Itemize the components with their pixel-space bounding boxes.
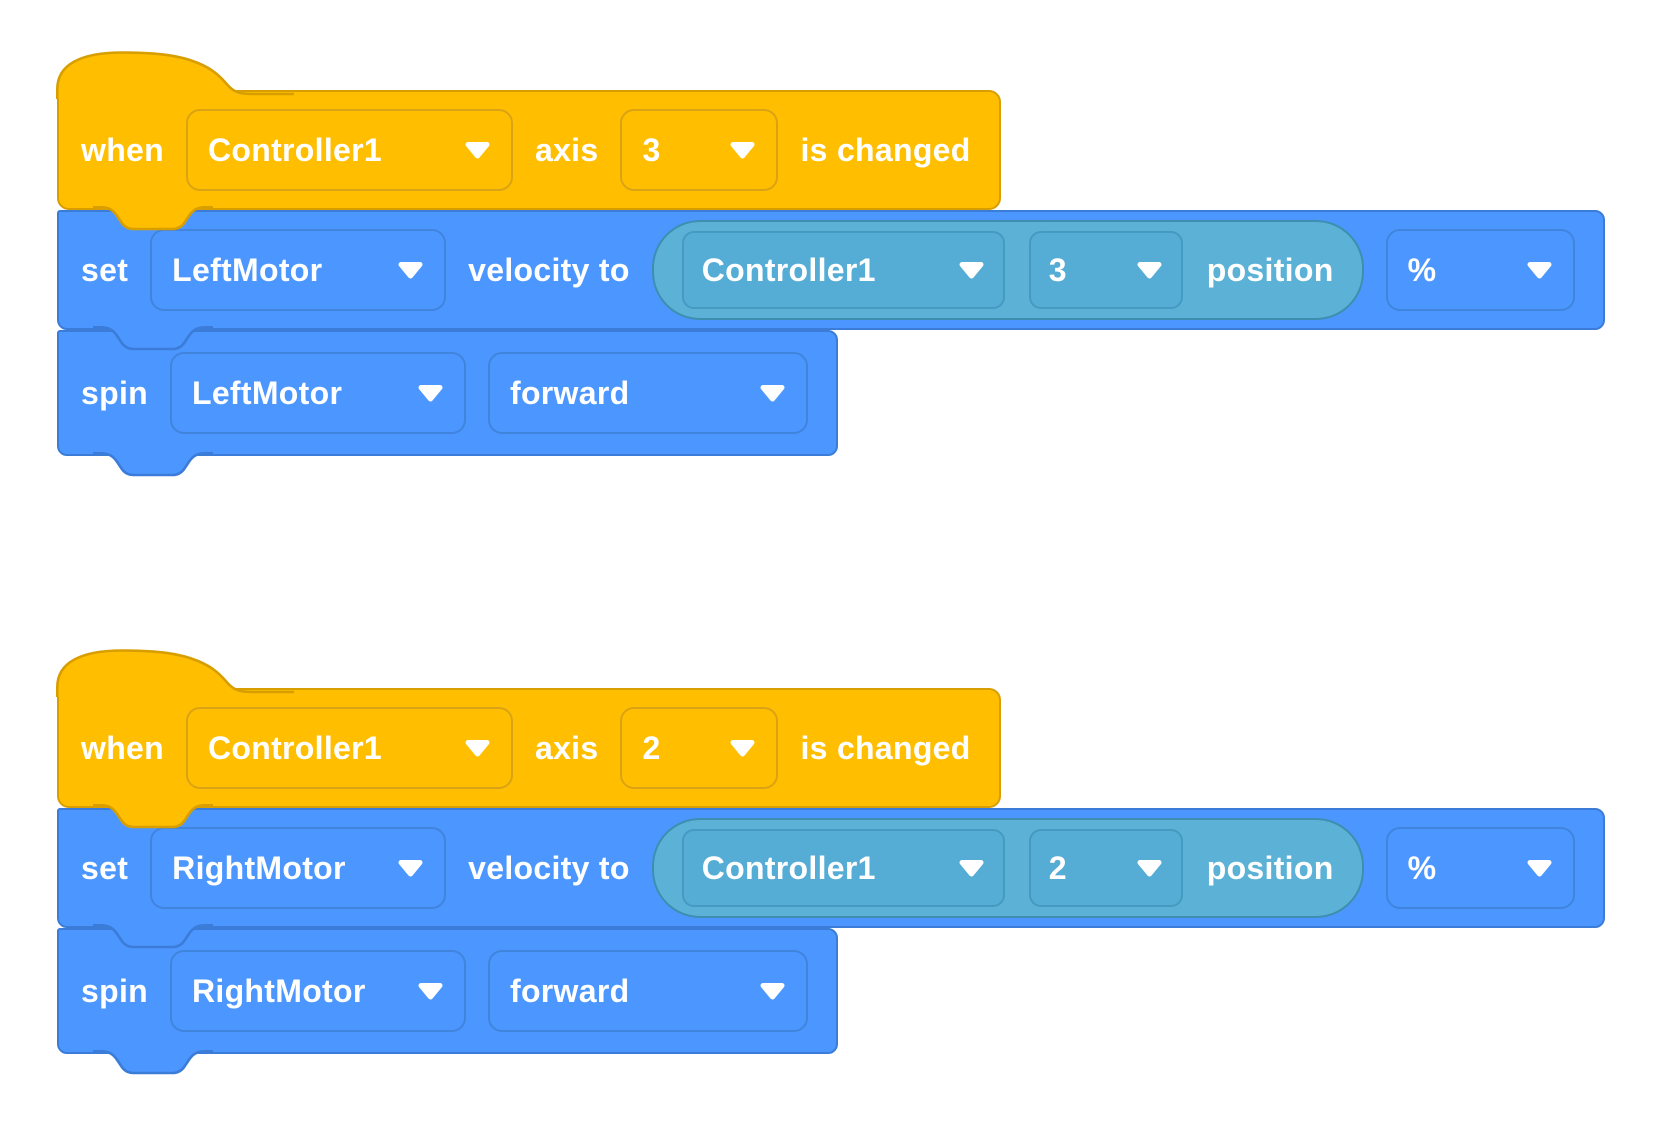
- position-label: position: [1206, 251, 1334, 288]
- controller-dropdown[interactable]: Controller1: [185, 707, 513, 789]
- spin-label: spin: [81, 374, 148, 411]
- motor-dropdown-value: RightMotor: [172, 849, 346, 886]
- axis-label: axis: [534, 131, 599, 168]
- hat-dome: [56, 50, 295, 99]
- direction-dropdown-value: forward: [509, 972, 630, 1009]
- direction-dropdown[interactable]: forward: [487, 950, 808, 1032]
- position-label: position: [1206, 849, 1334, 886]
- motor-dropdown-value: RightMotor: [191, 972, 366, 1009]
- caret-down-icon: [1527, 262, 1552, 279]
- axis-label: axis: [534, 729, 599, 766]
- is-changed-label: is changed: [800, 131, 971, 168]
- controller-axis-position-reporter[interactable]: Controller1 3 position: [651, 220, 1364, 320]
- when-controller-axis-changed-block[interactable]: when Controller1 axis 2 is changed: [56, 648, 1001, 828]
- block-stack-leftmotor: when Controller1 axis 3 is changed set L…: [56, 50, 1605, 476]
- axis-number-dropdown[interactable]: 2: [620, 707, 779, 789]
- axis-number-value: 2: [1048, 849, 1067, 886]
- motor-dropdown[interactable]: RightMotor: [150, 827, 447, 909]
- caret-down-icon: [398, 860, 423, 877]
- controller-dropdown[interactable]: Controller1: [681, 829, 1005, 907]
- caret-down-icon: [760, 385, 785, 402]
- controller-dropdown-value: Controller1: [207, 729, 382, 766]
- axis-number-value: 3: [642, 131, 661, 168]
- controller-dropdown-value: Controller1: [701, 251, 876, 288]
- set-label: set: [81, 251, 129, 288]
- controller-dropdown[interactable]: Controller1: [681, 231, 1005, 309]
- caret-down-icon: [959, 262, 984, 279]
- caret-down-icon: [1137, 262, 1162, 279]
- direction-dropdown[interactable]: forward: [487, 352, 808, 434]
- spin-block[interactable]: spin RightMotor forward: [57, 928, 838, 1074]
- motor-dropdown[interactable]: RightMotor: [169, 950, 466, 1032]
- motor-dropdown[interactable]: LeftMotor: [150, 229, 447, 311]
- controller-dropdown-value: Controller1: [207, 131, 382, 168]
- set-velocity-block[interactable]: set LeftMotor velocity to Controller1 3 …: [57, 210, 1605, 350]
- caret-down-icon: [730, 142, 755, 159]
- motor-dropdown-value: LeftMotor: [191, 374, 343, 411]
- set-velocity-block[interactable]: set RightMotor velocity to Controller1 2…: [57, 808, 1605, 948]
- when-label: when: [81, 729, 164, 766]
- velocity-to-label: velocity to: [468, 849, 630, 886]
- caret-down-icon: [418, 983, 443, 1000]
- axis-number-value: 2: [642, 729, 661, 766]
- caret-down-icon: [398, 262, 423, 279]
- caret-down-icon: [418, 385, 443, 402]
- block-stack-rightmotor: when Controller1 axis 2 is changed set R…: [56, 648, 1605, 1074]
- block-connector-tab: [93, 1045, 213, 1074]
- velocity-to-label: velocity to: [468, 251, 630, 288]
- axis-number-value: 3: [1048, 251, 1067, 288]
- unit-dropdown[interactable]: %: [1385, 229, 1575, 311]
- is-changed-label: is changed: [800, 729, 971, 766]
- axis-number-dropdown[interactable]: 2: [1028, 829, 1183, 907]
- spin-block[interactable]: spin LeftMotor forward: [57, 330, 838, 476]
- unit-dropdown[interactable]: %: [1385, 827, 1575, 909]
- caret-down-icon: [1527, 860, 1552, 877]
- controller-axis-position-reporter[interactable]: Controller1 2 position: [651, 818, 1364, 918]
- unit-dropdown-value: %: [1407, 849, 1437, 886]
- unit-dropdown-value: %: [1407, 251, 1437, 288]
- motor-dropdown-value: LeftMotor: [172, 251, 323, 288]
- motor-dropdown[interactable]: LeftMotor: [169, 352, 466, 434]
- caret-down-icon: [730, 740, 755, 757]
- controller-dropdown[interactable]: Controller1: [185, 109, 513, 191]
- caret-down-icon: [959, 860, 984, 877]
- when-label: when: [81, 131, 164, 168]
- axis-number-dropdown[interactable]: 3: [620, 109, 779, 191]
- spin-label: spin: [81, 972, 148, 1009]
- block-connector-tab: [93, 447, 213, 476]
- caret-down-icon: [465, 142, 490, 159]
- hat-dome: [56, 648, 295, 697]
- when-controller-axis-changed-block[interactable]: when Controller1 axis 3 is changed: [56, 50, 1001, 230]
- controller-dropdown-value: Controller1: [701, 849, 876, 886]
- direction-dropdown-value: forward: [509, 374, 630, 411]
- caret-down-icon: [760, 983, 785, 1000]
- caret-down-icon: [1137, 860, 1162, 877]
- axis-number-dropdown[interactable]: 3: [1028, 231, 1183, 309]
- set-label: set: [81, 849, 129, 886]
- caret-down-icon: [465, 740, 490, 757]
